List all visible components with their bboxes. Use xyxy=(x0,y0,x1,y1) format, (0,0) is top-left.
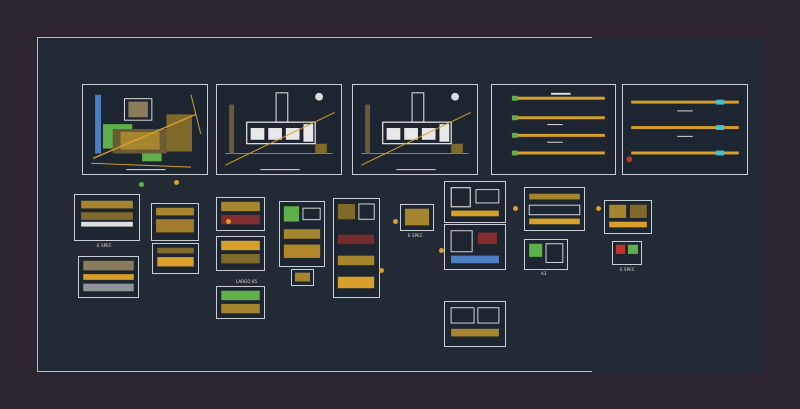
floor-plan-drawing xyxy=(224,92,335,171)
detail-sheet-j[interactable] xyxy=(333,198,380,298)
detail-sheet-o[interactable] xyxy=(524,187,585,231)
sheet-label: A3 xyxy=(541,271,547,276)
detail-drawing xyxy=(157,247,194,267)
detail-sheet-d[interactable] xyxy=(152,243,199,274)
sheet-label: E SPEC xyxy=(97,243,112,248)
detail-drawing xyxy=(221,201,260,225)
detail-drawing xyxy=(81,200,133,227)
detail-drawing xyxy=(529,243,564,263)
elevation-drawing xyxy=(511,92,605,156)
detail-drawing xyxy=(337,203,375,289)
detail-sheet-m[interactable] xyxy=(444,224,506,270)
detail-drawing xyxy=(156,207,194,233)
detail-drawing xyxy=(221,240,260,264)
marker-dot xyxy=(596,206,601,211)
sheet-label: E SPEC xyxy=(620,267,635,272)
detail-sheet-g[interactable] xyxy=(216,286,265,319)
detail-drawing xyxy=(450,307,500,337)
floor-plan-sheet-2[interactable] xyxy=(352,84,478,175)
elevation-sheet-1[interactable] xyxy=(491,84,616,175)
site-plan-drawing xyxy=(91,94,202,171)
detail-sheet-b[interactable] xyxy=(78,256,139,298)
sheet-label: LARGO 85 xyxy=(236,279,258,284)
detail-sheet-i[interactable] xyxy=(291,269,314,286)
detail-sheet-k[interactable] xyxy=(400,204,434,231)
detail-sheet-r[interactable] xyxy=(612,241,642,265)
elevation-drawing xyxy=(626,99,739,163)
elevation-sheet-2[interactable] xyxy=(622,84,748,175)
marker-dot xyxy=(513,206,518,211)
floor-plan-sheet-1[interactable] xyxy=(216,84,342,175)
detail-drawing xyxy=(450,230,499,264)
detail-drawing xyxy=(616,244,638,254)
detail-sheet-p[interactable] xyxy=(524,239,568,270)
detail-drawing xyxy=(221,290,260,314)
detail-drawing xyxy=(295,272,310,282)
detail-sheet-f[interactable] xyxy=(216,236,265,271)
detail-drawing xyxy=(83,260,134,292)
marker-dot xyxy=(439,248,444,253)
detail-sheet-l[interactable] xyxy=(444,181,506,223)
floor-plan-drawing xyxy=(360,92,471,171)
detail-drawing xyxy=(609,204,647,228)
detail-drawing xyxy=(283,206,321,258)
marker-dot xyxy=(226,219,231,224)
detail-drawing xyxy=(528,193,581,225)
detail-sheet-e[interactable] xyxy=(216,197,265,231)
detail-sheet-h[interactable] xyxy=(279,201,325,267)
marker-dot xyxy=(379,268,384,273)
detail-drawing xyxy=(404,208,430,226)
marker-dot xyxy=(393,219,398,224)
detail-sheet-a[interactable] xyxy=(74,194,140,241)
detail-sheet-n[interactable] xyxy=(444,301,506,347)
marker-dot xyxy=(139,182,144,187)
detail-sheet-q[interactable] xyxy=(604,200,652,234)
marker-dot xyxy=(174,180,179,185)
detail-sheet-c[interactable] xyxy=(151,203,199,241)
site-plan-sheet-1[interactable] xyxy=(82,84,208,175)
sheet-label: E SPEC xyxy=(408,233,423,238)
detail-drawing xyxy=(450,187,500,217)
